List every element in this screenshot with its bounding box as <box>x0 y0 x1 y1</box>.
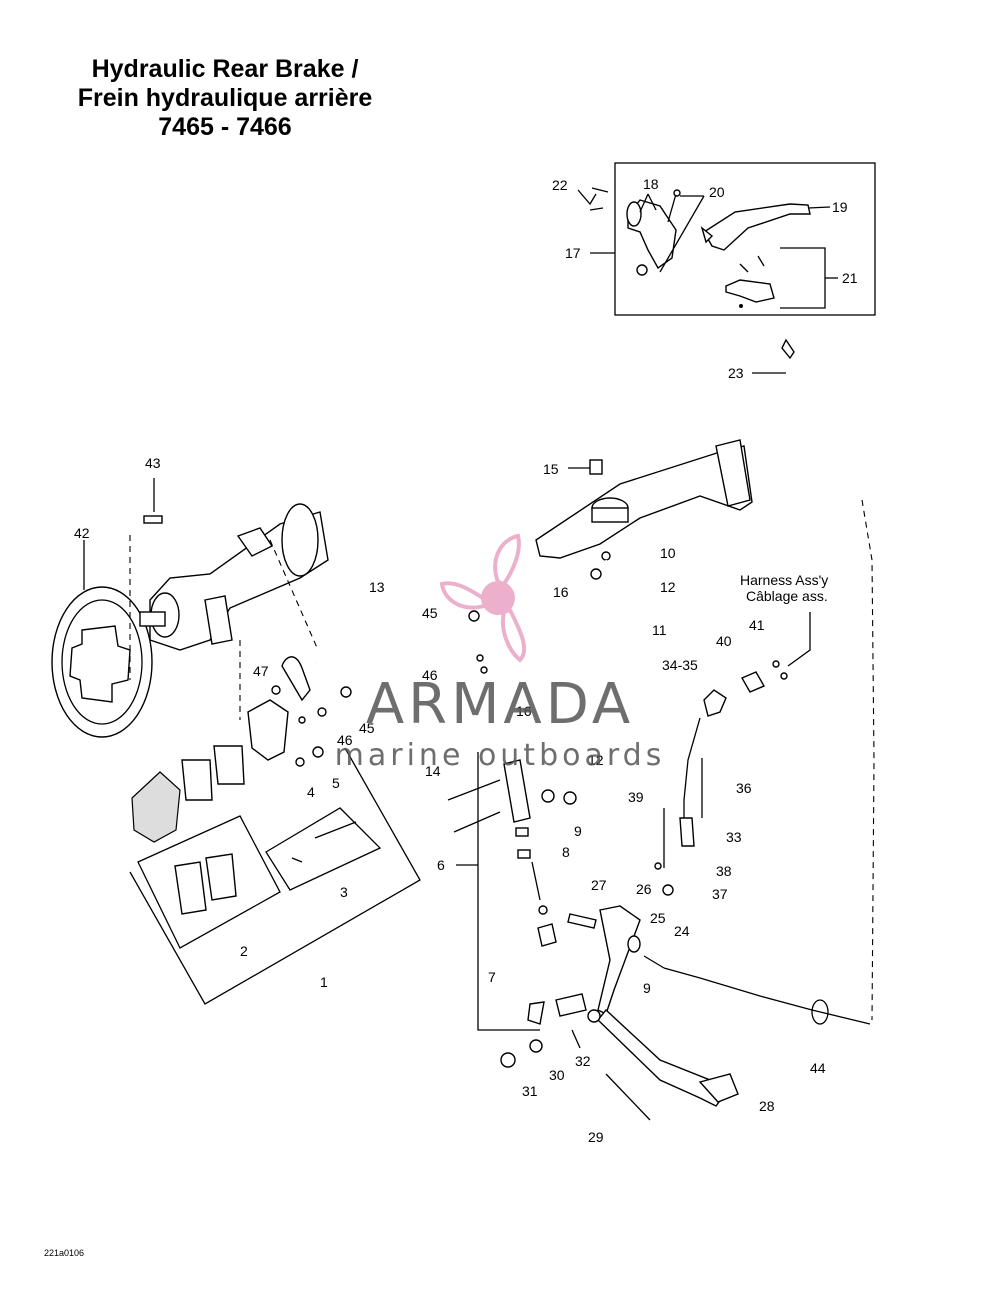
callout-3: 3 <box>340 884 348 900</box>
callout-6: 6 <box>437 857 445 873</box>
callout-18: 18 <box>643 176 659 192</box>
callout-25: 25 <box>650 910 666 926</box>
title-line-1: Hydraulic Rear Brake / <box>91 55 359 83</box>
callout-17: 17 <box>565 245 581 261</box>
callout-31: 31 <box>522 1083 538 1099</box>
brake-pedal-assembly <box>500 862 871 1121</box>
brake-cable-23 <box>752 338 875 1021</box>
callout-23: 23 <box>728 365 744 381</box>
callout-12-a: 12 <box>660 579 676 595</box>
callout-16-a: 16 <box>553 584 569 600</box>
callout-7: 7 <box>488 969 496 985</box>
title-line-2: Frein hydraulique arrière <box>77 84 373 112</box>
master-cylinder <box>447 752 577 1031</box>
document-code: 221a0106 <box>44 1248 84 1258</box>
callout-37: 37 <box>712 886 728 902</box>
callout-1: 1 <box>320 974 328 990</box>
callout-42: 42 <box>74 525 90 541</box>
callout-47: 47 <box>253 663 269 679</box>
callout-28: 28 <box>759 1098 775 1114</box>
callout-34-35: 34-35 <box>662 657 698 673</box>
callout-46-b: 46 <box>337 732 353 748</box>
callout-27: 27 <box>591 877 607 893</box>
callout-15: 15 <box>543 461 559 477</box>
watermark-brand: ARMADA <box>366 672 634 737</box>
callout-16-b: 16 <box>516 703 532 719</box>
switch-harness <box>663 612 811 868</box>
callout-5: 5 <box>332 775 340 791</box>
callout-32: 32 <box>575 1053 591 1069</box>
callout-10: 10 <box>660 545 676 561</box>
caliper-assembly <box>129 656 421 1005</box>
callout-24: 24 <box>674 923 690 939</box>
callout-38: 38 <box>716 863 732 879</box>
callout-45-b: 45 <box>359 720 375 736</box>
harness-label-fr: Câblage ass. <box>746 588 828 604</box>
callout-29: 29 <box>588 1129 604 1145</box>
page-title: Hydraulic Rear Brake / Frein hydraulique… <box>40 55 410 142</box>
frame-bracket <box>535 439 753 721</box>
harness-label-en: Harness Ass'y <box>740 572 828 588</box>
callout-44: 44 <box>810 1060 826 1076</box>
watermark-tagline: marine outboards <box>335 738 666 773</box>
callout-26: 26 <box>636 881 652 897</box>
callout-46-a: 46 <box>422 667 438 683</box>
rear-axle-assembly <box>51 478 329 738</box>
callout-45-a: 45 <box>422 605 438 621</box>
callout-43: 43 <box>145 455 161 471</box>
title-line-3: 7465 - 7466 <box>158 113 292 141</box>
armada-watermark: ARMADA marine outboards <box>335 533 666 773</box>
callout-20: 20 <box>709 184 725 200</box>
callout-14: 14 <box>425 763 441 779</box>
brake-hose-13 <box>315 610 550 721</box>
lever-inset <box>577 162 876 316</box>
callout-39: 39 <box>628 789 644 805</box>
callout-labels: 1 2 3 4 5 6 7 8 9 9 10 11 12 12 13 14 15… <box>44 176 858 1258</box>
callout-19: 19 <box>832 199 848 215</box>
callout-9-b: 9 <box>643 980 651 996</box>
callout-41: 41 <box>749 617 765 633</box>
callout-9-a: 9 <box>574 823 582 839</box>
callout-40: 40 <box>716 633 732 649</box>
propeller-logo-icon <box>439 533 527 663</box>
callout-36: 36 <box>736 780 752 796</box>
callout-21: 21 <box>842 270 858 286</box>
callout-11: 11 <box>652 622 667 638</box>
callout-12-b: 12 <box>588 752 604 768</box>
callout-4: 4 <box>307 784 315 800</box>
callout-2: 2 <box>240 943 248 959</box>
callout-33: 33 <box>726 829 742 845</box>
callout-8: 8 <box>562 844 570 860</box>
callout-30: 30 <box>549 1067 565 1083</box>
callout-22: 22 <box>552 177 568 193</box>
callout-13: 13 <box>369 579 385 595</box>
